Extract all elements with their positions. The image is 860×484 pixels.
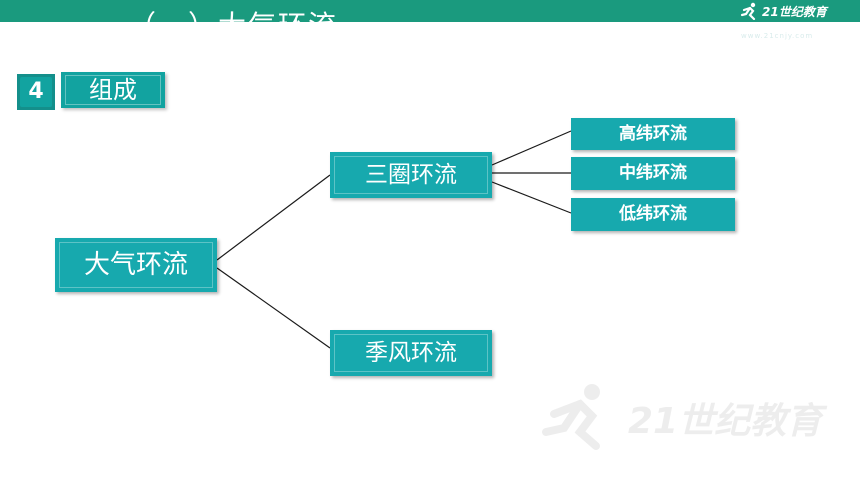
node-monsoon-circulation: 季风环流 (330, 330, 492, 376)
node-frame (59, 242, 213, 288)
node-label: 三圈环流 (365, 162, 457, 188)
connector-three-to-low (491, 181, 572, 214)
node-frame (334, 334, 488, 372)
connector-three-to-high (491, 130, 572, 166)
section-number: 4 (28, 79, 44, 104)
node-atmospheric-circulation: 大气环流 (55, 238, 217, 292)
connector-root-to-monsoon (216, 267, 331, 349)
section-heading: 组成 (61, 72, 165, 108)
node-high-latitude: 高纬环流 (571, 118, 735, 150)
logo-text: 21世纪教育 (762, 5, 827, 19)
node-label: 大气环流 (83, 250, 188, 280)
node-frame (334, 156, 488, 194)
watermark-runner-icon (542, 384, 600, 450)
node-label: 中纬环流 (619, 163, 687, 183)
slide-title: （一）大气环流 (128, 4, 338, 22)
node-low-latitude: 低纬环流 (571, 198, 735, 231)
node-three-cell-circulation: 三圈环流 (330, 152, 492, 198)
header-bar: （一）大气环流 21世纪教育 (0, 0, 860, 22)
logo-url: www.21cnjy.com (741, 32, 814, 40)
section-number-badge: 4 (17, 74, 55, 110)
runner-icon (740, 2, 756, 20)
logo: 21世纪教育 (740, 2, 828, 20)
node-label: 高纬环流 (619, 124, 687, 144)
watermark-text: 21世纪教育 (628, 401, 823, 442)
node-mid-latitude: 中纬环流 (571, 157, 735, 190)
watermark: 21世纪教育 (540, 380, 840, 460)
node-label: 低纬环流 (619, 204, 687, 224)
badge-inner (20, 77, 52, 107)
node-label: 季风环流 (365, 340, 457, 366)
section-frame (65, 75, 161, 105)
section-label: 组成 (89, 76, 137, 104)
connector-root-to-three (216, 174, 331, 261)
